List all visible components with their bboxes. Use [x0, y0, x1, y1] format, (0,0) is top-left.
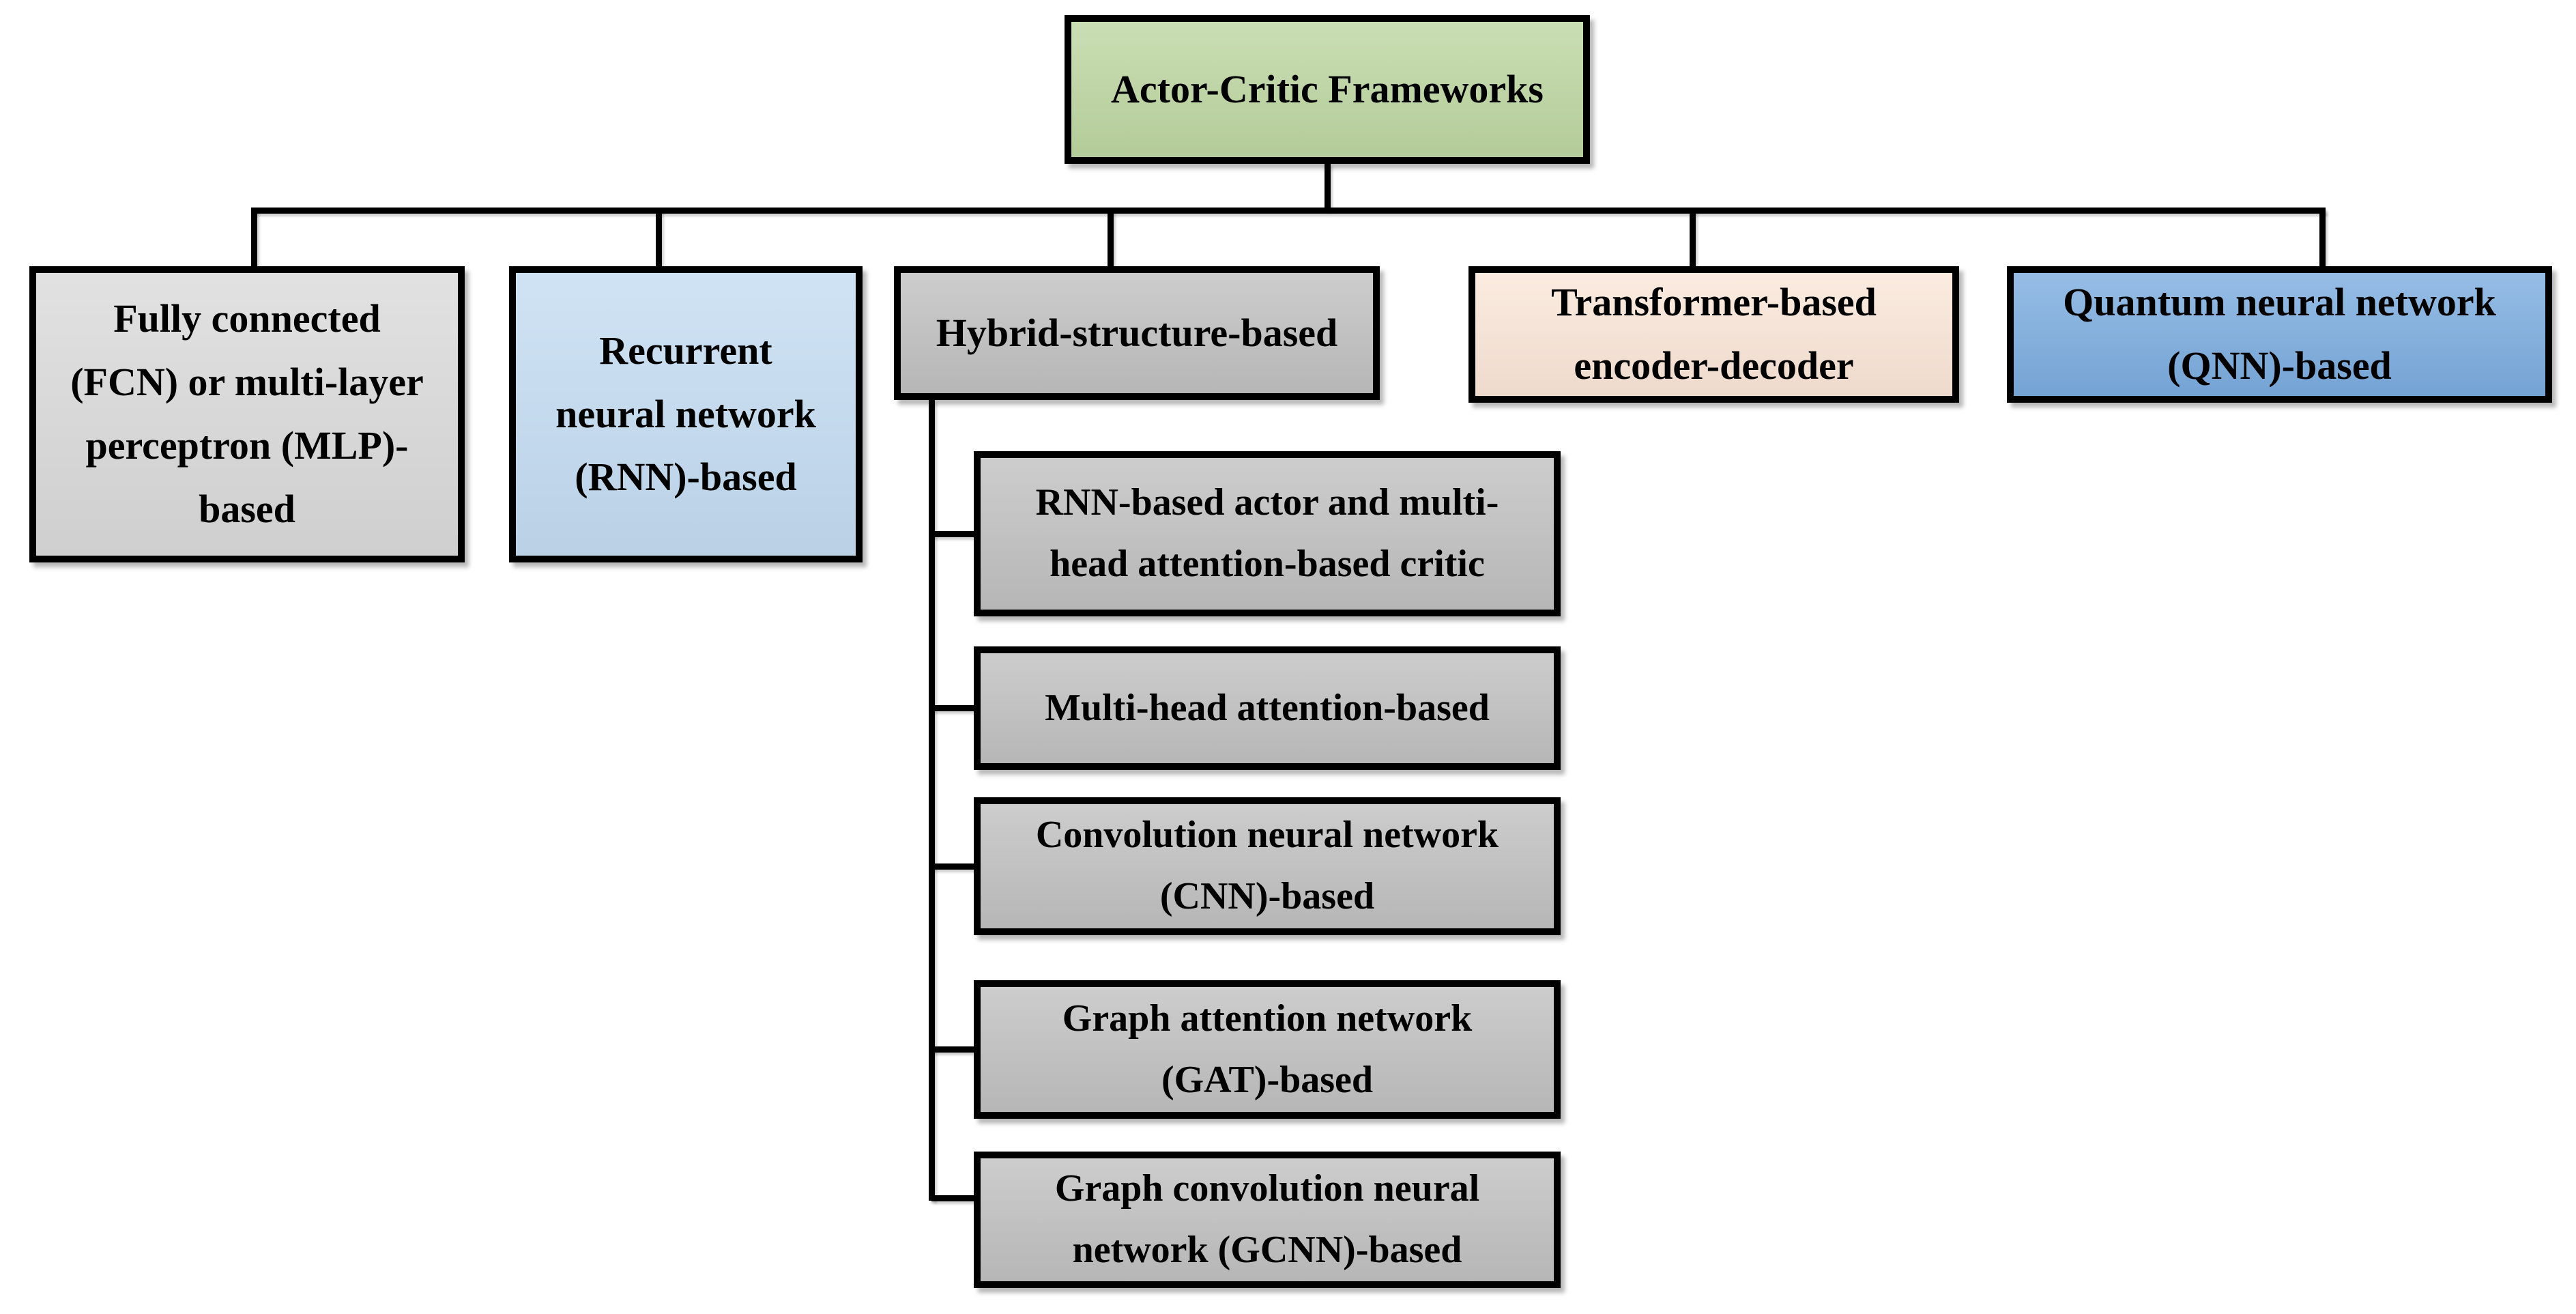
connector-hybrid-spine — [929, 400, 935, 1201]
connector-drop-fcn — [251, 210, 257, 269]
node-label: Convolution neural network (CNN)-based — [1035, 814, 1499, 917]
node-fcn-mlp-based: Fully connected (FCN) or multi-layer per… — [29, 266, 465, 562]
connector-root-stem — [1325, 164, 1331, 210]
node-actor-critic-frameworks: Actor-Critic Frameworks — [1065, 15, 1590, 164]
node-label: Multi-head attention-based — [1045, 686, 1490, 729]
connector-stub-gat — [931, 1046, 974, 1053]
connector-drop-transformer — [1690, 210, 1696, 269]
connector-stub-cnn — [931, 863, 974, 870]
connector-stub-rnn-actor-critic — [931, 531, 974, 537]
node-label: Quantum neural network (QNN)-based — [2063, 280, 2496, 388]
node-gat-based: Graph attention network (GAT)-based — [974, 980, 1561, 1119]
node-multi-head-attention-based: Multi-head attention-based — [974, 646, 1561, 770]
node-cnn-based: Convolution neural network (CNN)-based — [974, 797, 1561, 935]
connector-drop-rnn — [656, 210, 662, 269]
node-label: Recurrent neural network (RNN)-based — [555, 328, 816, 500]
node-label: Transformer-based encoder-decoder — [1551, 280, 1877, 388]
node-label: Fully connected (FCN) or multi-layer per… — [70, 296, 424, 531]
node-rnn-actor-mha-critic: RNN-based actor and multi- head attentio… — [974, 451, 1561, 616]
node-transformer-encoder-decoder: Transformer-based encoder-decoder — [1468, 266, 1959, 403]
connector-drop-qnn — [2319, 210, 2326, 269]
node-gcnn-based: Graph convolution neural network (GCNN)-… — [974, 1152, 1561, 1288]
node-qnn-based: Quantum neural network (QNN)-based — [2007, 266, 2552, 403]
node-label: Graph convolution neural network (GCNN)-… — [1054, 1167, 1480, 1271]
connector-children-bus — [251, 208, 2326, 214]
node-label: Graph attention network (GAT)-based — [1062, 997, 1473, 1101]
node-label: Hybrid-structure-based — [936, 310, 1338, 355]
connector-stub-gcnn — [931, 1195, 974, 1201]
node-label: RNN-based actor and multi- head attentio… — [1035, 481, 1499, 585]
node-hybrid-structure-based: Hybrid-structure-based — [894, 266, 1380, 400]
node-label: Actor-Critic Frameworks — [1111, 66, 1544, 111]
connector-stub-mha — [931, 705, 974, 711]
connector-drop-hybrid — [1108, 210, 1114, 269]
node-rnn-based: Recurrent neural network (RNN)-based — [509, 266, 863, 562]
